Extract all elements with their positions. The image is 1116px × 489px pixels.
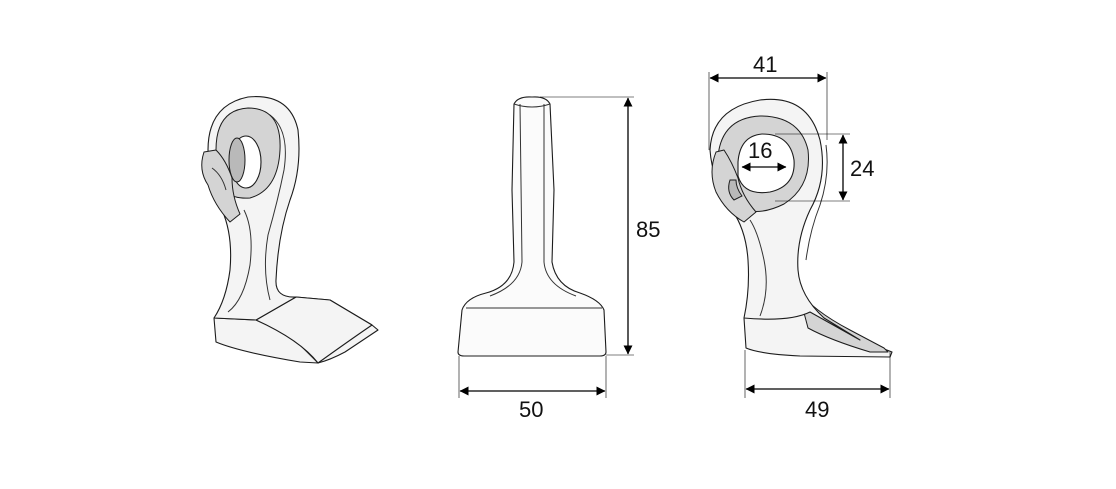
dimension-label-85: 85: [636, 217, 660, 242]
dimension-label-16: 16: [748, 138, 772, 163]
dimension-label-50: 50: [519, 397, 543, 422]
dimension-bottom-width: 49: [744, 350, 891, 422]
dimension-label-41: 41: [753, 52, 777, 77]
dimension-height: 85: [540, 96, 660, 356]
blade-front-view: [457, 96, 607, 357]
blade-perspective-view: [201, 96, 379, 364]
dimension-hole-width: 16: [741, 138, 787, 172]
dimension-hole-height: 24: [775, 133, 874, 202]
blade-side-view: [709, 98, 893, 358]
dimension-label-24: 24: [850, 156, 874, 181]
dimension-top-width: 41: [708, 52, 828, 150]
dimension-label-49: 49: [805, 397, 829, 422]
dimension-front-width: 50: [458, 356, 607, 422]
